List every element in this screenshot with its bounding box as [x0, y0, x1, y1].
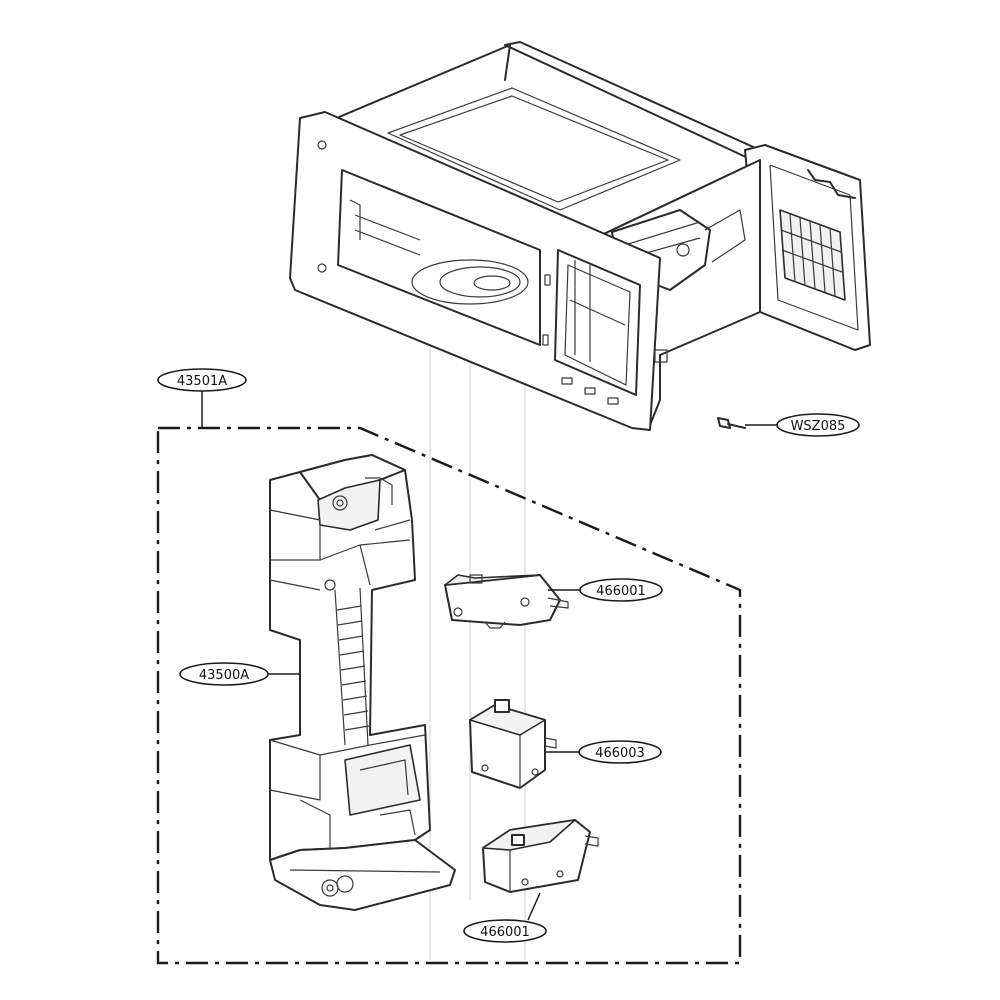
callout-WSZ085: WSZ085: [776, 413, 860, 437]
latch-window: [554, 249, 641, 396]
label-screw: WSZ085: [791, 419, 846, 434]
microwave-cabinet: [289, 41, 871, 431]
callout-43501A: 43501A: [157, 368, 247, 392]
label-switch-lower: 466001: [480, 925, 530, 940]
screw-part: [717, 417, 746, 429]
latch-board-part: [269, 454, 456, 911]
switch-middle-part: [469, 699, 557, 789]
callout-466001-lower: 466001: [463, 919, 547, 943]
label-assembly: 43501A: [177, 374, 227, 389]
turntable: [411, 259, 529, 305]
cabinet-top-recess: [387, 87, 681, 211]
callout-466003: 466003: [578, 740, 662, 764]
callout-43500A: 43500A: [179, 662, 269, 686]
cavity-opening: [337, 169, 541, 346]
switch-lower-part: [482, 819, 599, 893]
label-latch-board: 43500A: [199, 668, 249, 683]
label-switch-upper: 466001: [596, 584, 646, 599]
switch-upper-part: [444, 574, 569, 629]
label-switch-middle: 466003: [595, 746, 645, 761]
leader-lines: [201, 391, 778, 921]
callout-466001-upper: 466001: [579, 578, 663, 602]
assembly-boundary: [156, 426, 742, 965]
